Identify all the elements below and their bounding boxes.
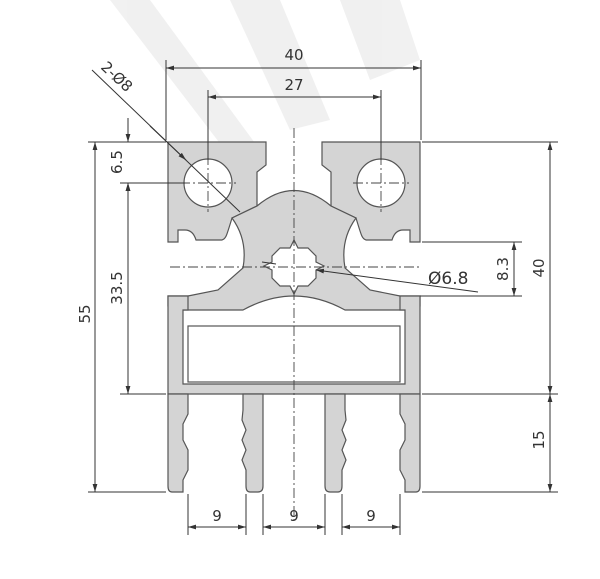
dim-center-offset: 8.3 [494,257,512,281]
fin-2 [241,393,264,493]
center-lines [170,128,420,520]
fin-3 [324,393,347,493]
dim-upper-height: 40 [530,258,548,277]
dim-hole-callout: 2-Ø8 [97,58,136,96]
dimension-lines [88,60,558,535]
fin-1 [167,393,189,493]
dim-fin-height: 15 [530,430,548,449]
dim-total-height: 55 [76,304,94,323]
dim-overall-width: 40 [284,46,303,64]
dim-fin-pitch-1: 9 [212,507,222,525]
dim-center-bore: Ø6.8 [428,269,468,289]
dim-cavity-height: 33.5 [108,271,126,304]
fin-4 [399,393,421,493]
dim-fin-pitch-3: 9 [366,507,376,525]
dim-hole-spacing: 27 [284,76,303,94]
watermark [110,0,420,150]
dim-hole-offset: 6.5 [108,150,126,174]
dim-fin-pitch-2: 9 [289,507,299,525]
